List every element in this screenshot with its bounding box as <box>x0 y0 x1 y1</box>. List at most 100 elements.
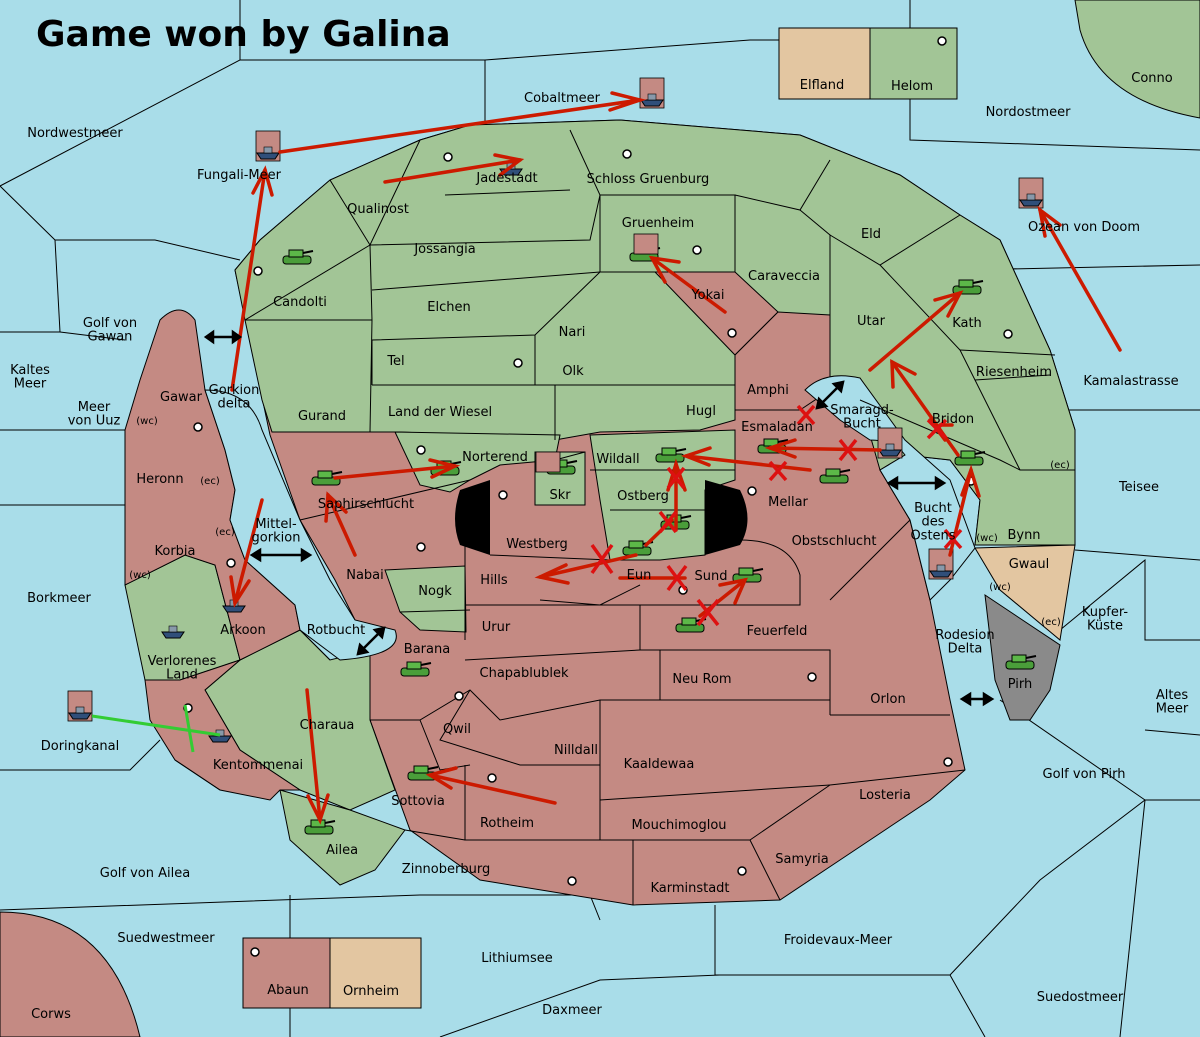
fail-cross-icon <box>796 404 816 426</box>
land-label: Jossangia <box>413 242 475 257</box>
ship-icon[interactable] <box>255 130 281 162</box>
sea-label: Suedostmeer <box>1037 990 1124 1005</box>
sea-label: Smaragd-Bucht <box>830 403 894 432</box>
convoy-arrow <box>183 704 195 753</box>
nogk-territory[interactable] <box>384 565 467 633</box>
gorkion-lake[interactable] <box>204 389 397 661</box>
tank-icon[interactable] <box>655 447 687 463</box>
land-label: Land der Wiesel <box>388 405 492 420</box>
land-label: Charaua <box>300 718 355 733</box>
land-label: Nari <box>559 325 586 340</box>
move-arrow <box>1038 208 1122 352</box>
fleet-units <box>67 77 1044 743</box>
ship-icon[interactable] <box>535 451 561 473</box>
sea-label: Nordwestmeer <box>27 126 123 141</box>
convoy-orders <box>91 704 221 753</box>
land-label: Pirh <box>1008 677 1033 692</box>
land-label: Sottovia <box>391 794 445 809</box>
tank-icon[interactable] <box>400 661 432 677</box>
land-label: Candolti <box>273 295 327 310</box>
sea-label: Lithiumsee <box>481 951 552 966</box>
land-label: Nilldall <box>554 743 598 758</box>
ship-icon[interactable] <box>1018 177 1044 209</box>
corws-island[interactable] <box>0 911 141 1037</box>
army-units <box>282 246 1037 835</box>
ailea-territory[interactable] <box>279 789 406 886</box>
sea-label: Kamalastrasse <box>1083 374 1178 389</box>
sea-label: Froidevaux-Meer <box>784 933 893 948</box>
sea-label: Rotbucht <box>307 623 365 638</box>
land-label: Ailea <box>326 843 358 858</box>
move-arrow <box>538 553 638 579</box>
move-arrow <box>650 256 727 314</box>
land-label: Losteria <box>859 788 911 803</box>
land-label: Tel <box>386 354 404 369</box>
sea-label: Kupfer-Küste <box>1082 605 1128 634</box>
territory-borders-south <box>174 479 966 905</box>
failed-orders <box>590 404 963 627</box>
land-label: Skr <box>549 488 571 503</box>
sea-label: Borkmeer <box>27 591 91 606</box>
sea-label: Nordostmeer <box>986 105 1072 120</box>
passage-arrow-icon <box>356 626 386 656</box>
land-label: Eld <box>861 227 881 242</box>
ship-icon[interactable] <box>161 625 185 639</box>
coast-tag: (wc) <box>989 582 1011 593</box>
tank-icon[interactable] <box>819 468 851 484</box>
land-label: Zinnoberburg <box>402 862 490 877</box>
ship-icon[interactable] <box>639 77 665 109</box>
move-arrow <box>305 688 322 822</box>
land-label: Obstschlucht <box>792 534 877 549</box>
ship-icon[interactable] <box>877 427 903 459</box>
passage-arrow-icon <box>249 547 313 563</box>
territory-borders <box>244 129 1075 511</box>
fail-cross-icon <box>768 460 788 482</box>
sea-label: Golf von Pirh <box>1043 767 1126 782</box>
land-label: Bridon <box>932 412 974 427</box>
norterend-territory[interactable] <box>394 431 561 493</box>
land-label: Kaaldewaa <box>624 757 695 772</box>
sea-label: Cobaltmeer <box>524 91 601 106</box>
central-tunnel <box>455 480 490 555</box>
coast-tag: (wc) <box>129 570 151 581</box>
sea-labels: Nordwestmeer Cobaltmeer Nordostmeer Fung… <box>10 71 1189 1022</box>
move-arrow <box>233 498 264 605</box>
conno-island[interactable] <box>1074 0 1200 119</box>
sea-label: Daxmeer <box>542 1003 602 1018</box>
move-arrow <box>326 493 357 557</box>
land-label: Arkoon <box>220 623 265 638</box>
ship-icon[interactable] <box>208 729 232 743</box>
fail-cross-icon <box>590 543 614 575</box>
tank-icon[interactable] <box>282 249 314 265</box>
coast-tag: (ec) <box>1050 460 1070 471</box>
land-label: Korbia <box>154 544 195 559</box>
passage-arrow-icon <box>203 329 243 345</box>
land-label: Rotheim <box>480 816 534 831</box>
tank-icon[interactable] <box>1005 654 1037 670</box>
tank-icon[interactable] <box>304 819 336 835</box>
land-label: Esmaladan <box>741 420 813 435</box>
fail-cross-icon <box>666 466 686 490</box>
tank-icon[interactable] <box>311 470 343 486</box>
passage-arrow-icon <box>815 380 845 410</box>
ship-icon[interactable] <box>67 690 93 722</box>
tank-icon[interactable] <box>954 450 986 466</box>
ship-icon[interactable] <box>633 233 659 255</box>
coast-tag: (wc) <box>136 416 158 427</box>
land-label: Bynn <box>1007 528 1040 543</box>
passage-arrow-icon <box>886 475 947 491</box>
ornheim-box[interactable] <box>329 937 422 1009</box>
land-label: Orlon <box>870 692 905 707</box>
elfland-box[interactable] <box>778 27 871 100</box>
gwaul-territory[interactable] <box>974 544 1076 641</box>
coast-tag: (ec) <box>200 476 220 487</box>
land-label: Riesenheim <box>976 365 1052 380</box>
sea-label: Golf von Ailea <box>100 866 190 881</box>
